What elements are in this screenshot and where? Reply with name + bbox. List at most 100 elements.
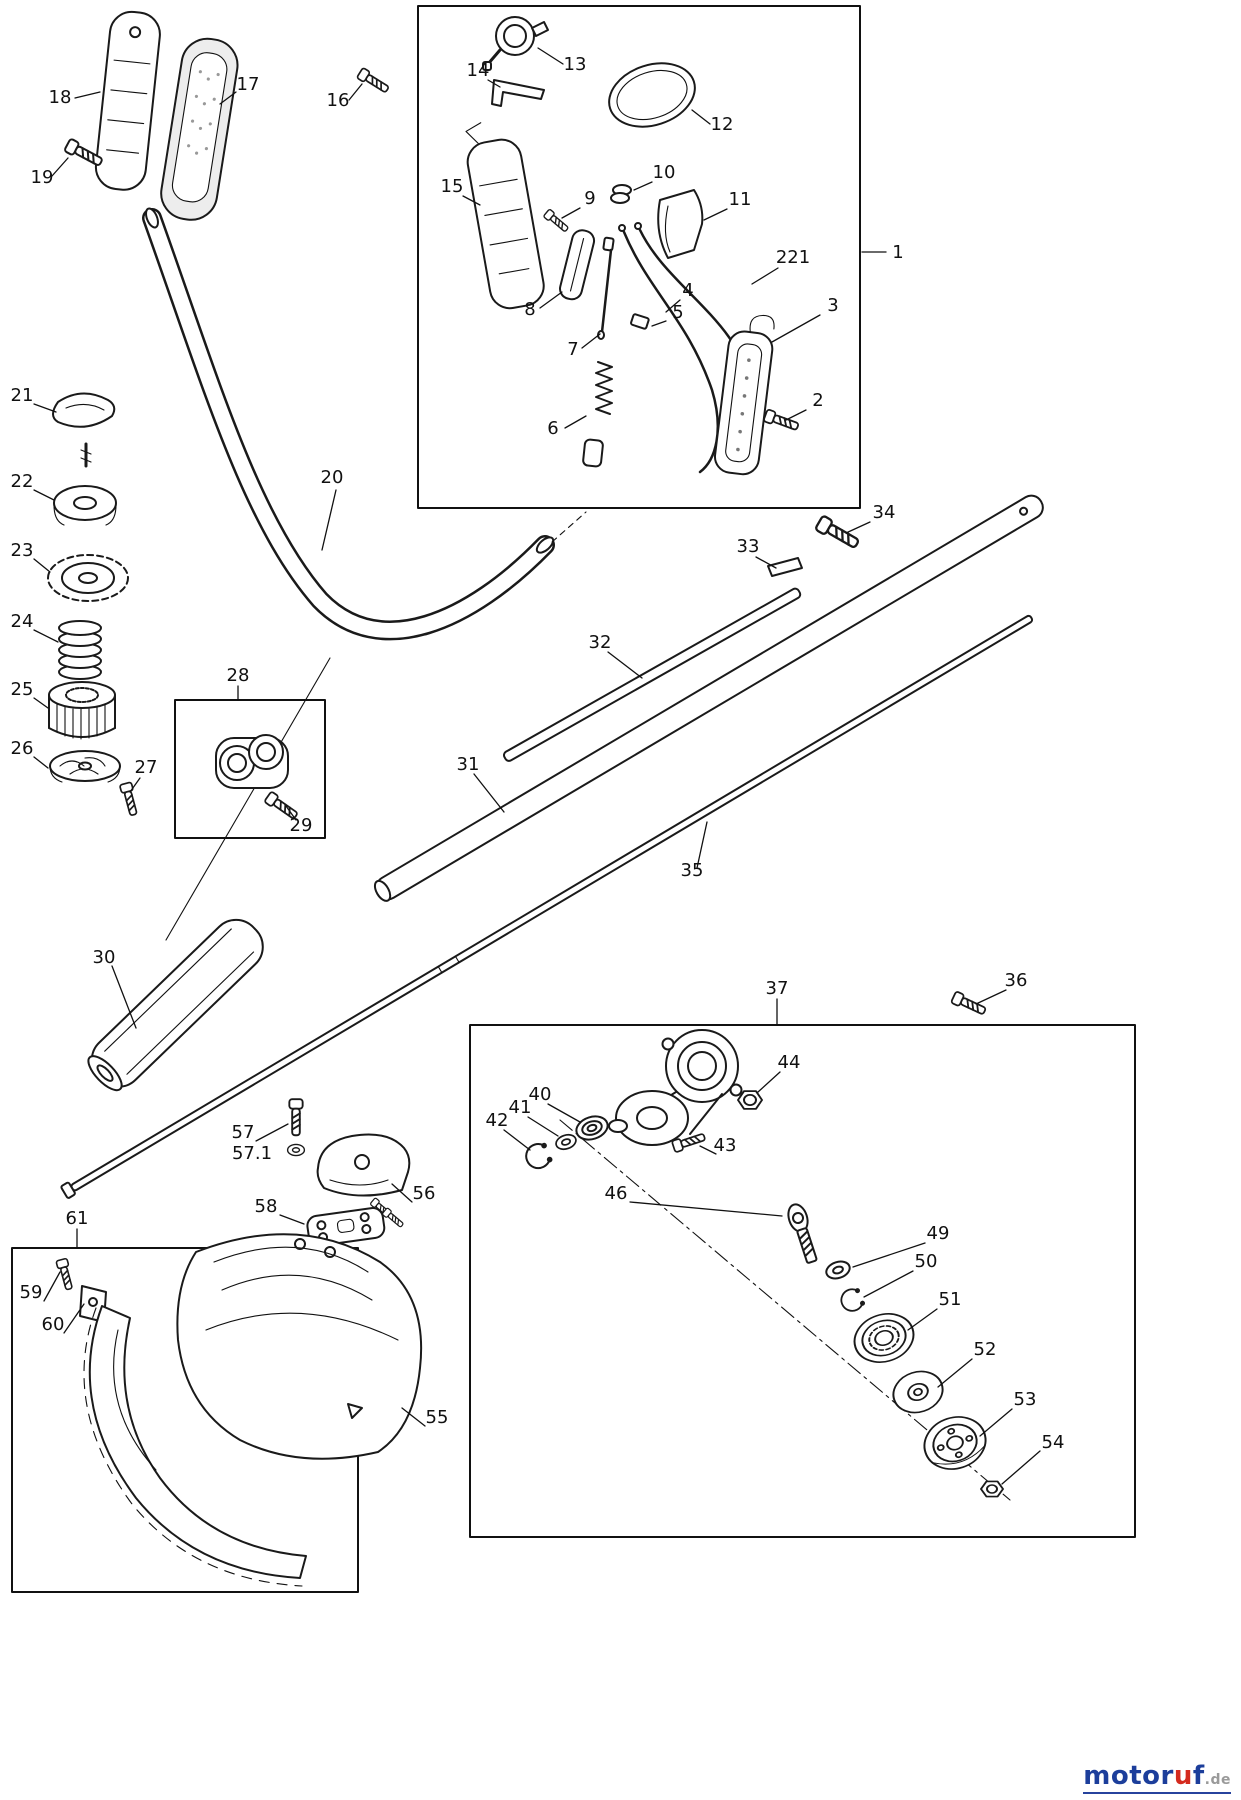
logo-text-motor: motor [1083,1761,1174,1791]
callout-15: 15 [441,176,464,197]
bolt-34-icon [813,514,863,553]
callout-42: 42 [486,1110,509,1131]
gear-head-housing [608,1029,743,1146]
callout-25: 25 [11,679,34,700]
snap-ring-50-icon [837,1285,867,1315]
disc-52 [892,1370,944,1414]
bolt-46 [787,1203,818,1264]
detail-box-37 [469,1024,1136,1538]
callout-5: 5 [672,302,683,323]
wing-knob-21 [52,392,116,468]
screw-2-icon [762,408,801,434]
callout-53: 53 [1014,1389,1037,1410]
callout-50: 50 [915,1251,938,1272]
callout-23: 23 [11,540,34,561]
snap-ring-42-icon [522,1140,554,1173]
screw-36-icon [949,990,989,1018]
blade-guard-extension [83,1305,307,1587]
callout-11: 11 [729,189,752,210]
callout-4: 4 [682,280,693,301]
detail-box-28 [174,699,326,839]
nut-54 [980,1480,1004,1498]
washer-57-1-icon [286,1143,306,1157]
callout-33: 33 [737,536,760,557]
throttle-housing-15 [465,122,545,310]
callout-59: 59 [20,1282,43,1303]
callout-14: 14 [467,60,490,81]
drive-shaft-35 [60,614,1034,1199]
callout-55: 55 [426,1407,449,1428]
cable-end-7 [597,236,615,340]
plate-screw-b-icon [381,1207,406,1230]
mount-bracket-56 [316,1133,411,1197]
nut-44 [737,1090,763,1110]
spring-clip-10 [610,184,632,204]
callout-41: 41 [509,1097,532,1118]
callout-31: 31 [457,754,480,775]
logo-text-domain: .de [1204,1772,1231,1788]
coil-spring-24 [58,620,102,680]
callout-49: 49 [927,1223,950,1244]
callout-18: 18 [49,87,72,108]
callout-37: 37 [766,978,789,999]
callout-20: 20 [321,467,344,488]
callout-13: 13 [564,54,587,75]
star-wheel-23 [47,554,129,602]
motoruf-logo: motoruf.de [1083,1761,1231,1794]
bearing-40-icon [572,1111,612,1145]
callout-21: 21 [11,385,34,406]
leader-lines [33,47,1041,1485]
pulley-51 [853,1313,915,1363]
cable-block-5 [630,313,650,330]
callout-2: 2 [812,390,823,411]
logo-text-f: f [1192,1761,1205,1791]
rear-bracket-3 [713,314,775,476]
cable-clamp-13 [482,16,549,71]
outer-shaft-tube-31 [373,494,1044,902]
callout-56: 56 [413,1183,436,1204]
callout-16: 16 [327,90,350,111]
clip-33 [767,557,803,577]
callout-17: 17 [237,74,260,95]
screw-16-icon [355,66,392,96]
callout-34: 34 [873,502,896,523]
spool-hub-53 [923,1416,987,1470]
rear-handle-half-18 [94,10,161,191]
handlebar-tube-20 [142,207,587,641]
callout-52: 52 [974,1339,997,1360]
assembly-axis-line [559,1119,1011,1501]
callout-36: 36 [1005,970,1028,991]
callout-19: 19 [31,167,54,188]
screw-9-icon [542,208,571,235]
trigger-lockout-11 [657,189,704,259]
callout-10: 10 [653,162,676,183]
callout-43: 43 [714,1135,737,1156]
callout-27: 27 [135,757,158,778]
cover-cap-12 [608,62,696,128]
throttle-trigger-8 [559,229,596,301]
washer-49-icon [823,1257,853,1283]
callout-28: 28 [227,665,250,686]
callout-221: 221 [776,247,810,268]
callout-26: 26 [11,738,34,759]
inner-liner-strip-32 [502,587,802,762]
callout-60: 60 [42,1314,65,1335]
logo-text-u: u [1173,1761,1193,1791]
callout-54: 54 [1042,1432,1065,1453]
ribbed-drum-25 [48,681,116,740]
screw-27-icon [118,781,141,818]
callout-58: 58 [255,1196,278,1217]
callout-12: 12 [711,114,734,135]
front-grip-tube-30 [87,918,264,1092]
callout-3: 3 [827,295,838,316]
spring-boot-6 [582,361,613,468]
callout-57-1: 57.1 [232,1143,272,1164]
fan-cap-26 [49,750,121,783]
screw-57-icon [288,1098,304,1137]
callout-46: 46 [605,1183,628,1204]
dome-washer-22 [53,485,117,526]
callout-40: 40 [529,1084,552,1105]
callout-30: 30 [93,947,116,968]
